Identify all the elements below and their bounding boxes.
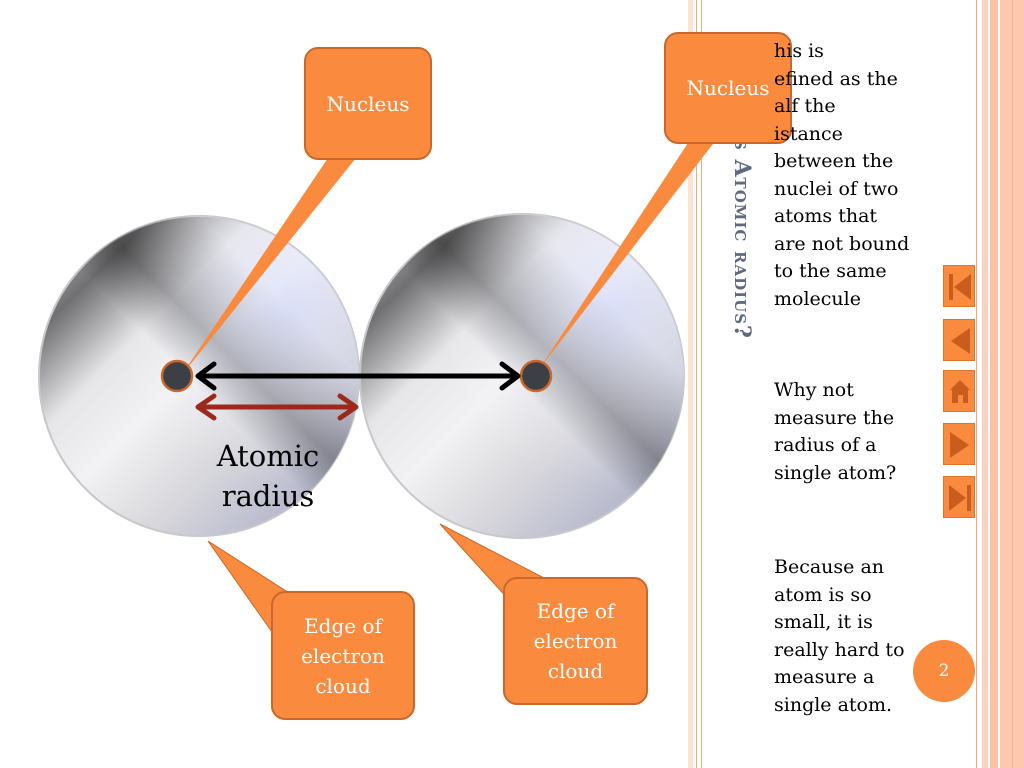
previous-slide-button[interactable] [943,319,975,361]
previous-icon [951,328,970,354]
page-number-badge: 2 [913,640,975,702]
edge-right-callout: Edge of electron cloud [503,577,648,705]
stripe-2 [982,0,988,768]
divider-line-4 [1012,0,1013,768]
answer-text: Because an atom is so small, it is reall… [774,556,905,716]
stripe-1 [688,0,693,768]
atomic-radius-label: Atomic radius [216,439,320,513]
home-button[interactable] [943,370,975,412]
definition-text: his is efined as the alf the istance bet… [774,40,910,310]
nucleus-right-dot [519,359,553,393]
first-slide-button[interactable] [943,265,975,307]
nucleus-left-dot [160,359,194,393]
radius-arrow-left-head [195,393,217,421]
divider-line-1 [696,0,697,768]
first-icon [949,274,971,300]
nucleus-left-pointer [181,158,356,376]
last-slide-button[interactable] [943,476,975,518]
home-icon [950,380,970,403]
nucleus-left-callout: Nucleus [304,47,432,160]
stripe-3 [990,0,998,768]
last-icon [949,485,971,511]
distance-arrow-right-head [499,361,521,391]
next-icon [950,432,969,458]
edge-left-callout: Edge of electron cloud [271,591,415,720]
nucleus-right-callout: Nucleus [664,32,792,144]
nucleus-right-pointer [540,140,716,368]
distance-arrow-left-head [195,361,217,391]
page-number: 2 [938,661,950,681]
question-text: Why not measure the radius of a single a… [774,379,897,484]
next-slide-button[interactable] [943,423,975,465]
divider-line-2 [701,0,702,768]
divider-line-3 [976,0,977,768]
radius-arrow-right-head [337,393,359,421]
